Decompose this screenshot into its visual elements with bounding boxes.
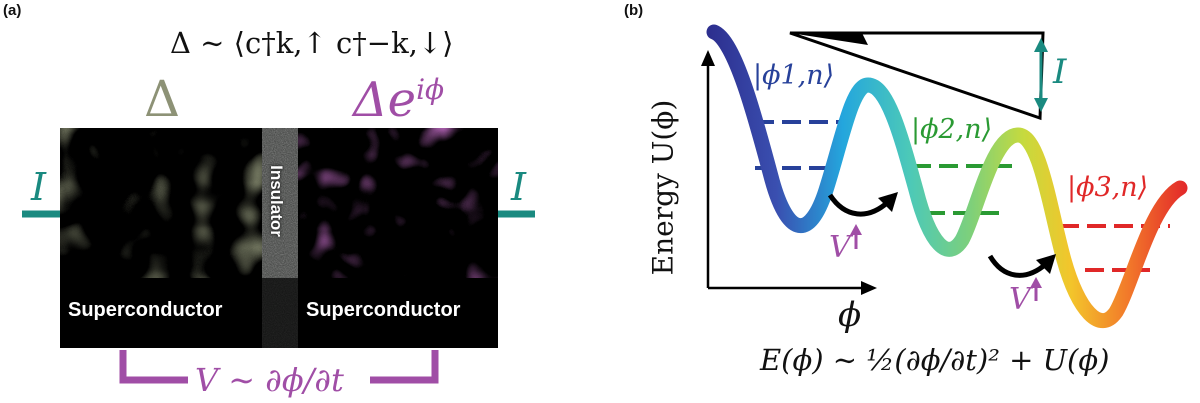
tunnel-arrow-1 (827, 193, 890, 217)
voltage-bracket-right (370, 350, 439, 384)
voltage-bracket-left (119, 350, 188, 384)
tilt-wedge-angle (790, 33, 868, 45)
voltage-up-arrow-2-head (1030, 277, 1042, 288)
delta-right-label: Δeiϕ (353, 72, 444, 128)
state-3-label: |ϕ3,n⟩ (1067, 172, 1149, 203)
current-tilt-arrow-bottom (1034, 98, 1048, 112)
washboard-potential-curve (706, 24, 1188, 329)
superconductor-left-label: Superconductor (68, 299, 223, 321)
delta-right-base: Δe (353, 72, 417, 128)
x-axis-label: ϕ (838, 295, 862, 335)
tunnel-arrow-1-head (878, 192, 898, 212)
y-axis-label: Energy U(ϕ) (646, 99, 680, 276)
panel-a-label: (a) (3, 2, 22, 19)
superconductor-right-block (298, 128, 498, 348)
current-tilt-arrow-top (1034, 38, 1048, 52)
state-1-label: |ϕ1,n⟩ (753, 60, 835, 91)
current-right-label: I (511, 165, 527, 209)
current-left-label: I (31, 165, 47, 209)
voltage-up-arrow-1-head (850, 224, 862, 235)
state-2-label: |ϕ2,n⟩ (911, 114, 993, 145)
tunnel-arrow-2 (987, 254, 1048, 278)
insulator-block (262, 128, 300, 348)
delta-right-exponent: iϕ (416, 73, 445, 106)
order-parameter-equation: Δ ∼ ⟨c†k,↑ c†−k,↓⟩ (170, 26, 454, 60)
tunnel-arrow-2-head (1036, 254, 1056, 274)
voltage-label-1: V (829, 230, 851, 265)
energy-relation: E(ϕ) ∼ ½(∂ϕ/∂t)² + U(ϕ) (760, 343, 1110, 377)
y-axis-arrow (701, 50, 715, 66)
delta-left-label: Δ (144, 70, 181, 128)
tilt-current-label: I (1053, 52, 1067, 92)
panel-b-label: (b) (624, 2, 644, 19)
x-axis-arrow (861, 281, 877, 295)
voltage-label-2: V (1009, 282, 1031, 317)
voltage-relation: V ∼ ∂ϕ/∂t (195, 361, 344, 399)
superconductor-right-label: Superconductor (306, 299, 461, 321)
superconductor-left-block (60, 128, 262, 348)
insulator-label: Insulator (266, 165, 286, 237)
